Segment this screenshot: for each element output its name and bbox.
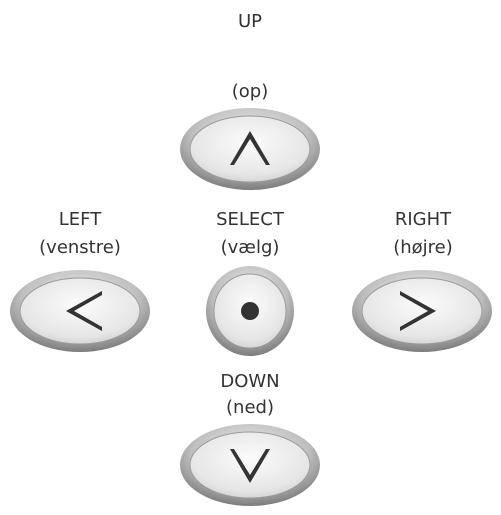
right-label: RIGHT — [394, 209, 452, 230]
chevron-down-icon — [230, 449, 270, 483]
down-label: DOWN — [220, 371, 280, 392]
chevron-left-icon — [66, 291, 102, 331]
down-translation: (ned) — [226, 397, 274, 418]
up-translation: (op) — [231, 81, 269, 102]
select-button[interactable] — [204, 264, 296, 358]
chevron-up-icon — [230, 131, 270, 165]
select-translation: (vælg) — [220, 237, 280, 258]
down-button[interactable] — [178, 422, 322, 508]
right-button[interactable] — [350, 268, 494, 354]
dot-icon — [241, 302, 259, 320]
up-button[interactable] — [178, 106, 322, 192]
up-label: UP — [237, 11, 263, 32]
select-label: SELECT — [216, 209, 284, 230]
chevron-right-icon — [400, 291, 436, 331]
left-label: LEFT — [58, 209, 102, 230]
left-translation: (venstre) — [39, 237, 121, 258]
right-translation: (højre) — [393, 237, 453, 258]
left-button[interactable] — [8, 268, 152, 354]
